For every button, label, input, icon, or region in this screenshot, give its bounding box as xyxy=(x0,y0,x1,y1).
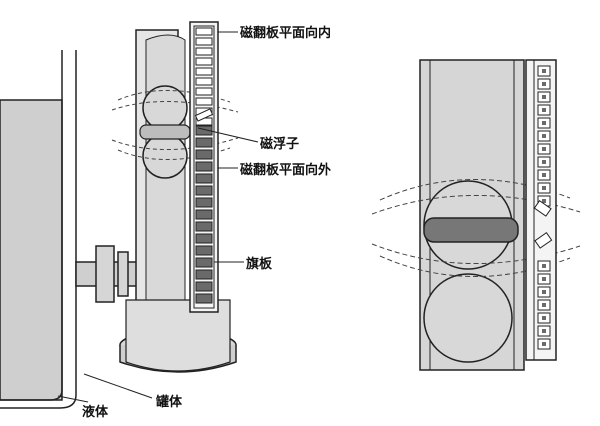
flap-inward xyxy=(195,67,213,76)
detail-flap-dot xyxy=(542,186,546,190)
detail-flap-dot xyxy=(542,95,546,99)
detail-magnet xyxy=(423,217,519,243)
detail-flap-dot xyxy=(542,316,546,320)
tank-body xyxy=(0,99,63,401)
label-tank: 罐体 xyxy=(155,394,183,410)
detail-flap-dot xyxy=(542,173,546,177)
flap-inward xyxy=(195,77,213,86)
flap-inward xyxy=(195,97,213,106)
flap-outward xyxy=(195,281,213,292)
detail-view xyxy=(371,59,581,371)
detail-flap-dot xyxy=(542,342,546,346)
leader-liquid xyxy=(57,395,89,403)
flap-outward xyxy=(195,209,213,220)
detail-flap-dot xyxy=(542,121,546,125)
detail-flap-dot xyxy=(542,160,546,164)
float-upper-ball xyxy=(142,85,188,131)
flap-outward xyxy=(195,257,213,268)
flap-outward xyxy=(195,149,213,160)
pipe-flange-right xyxy=(117,251,129,297)
detail-flap-dot xyxy=(542,147,546,151)
detail-flap-dot xyxy=(542,69,546,73)
flap-outward xyxy=(195,233,213,244)
base-lower xyxy=(125,299,231,372)
flap-inward xyxy=(195,47,213,56)
detail-flap-turning xyxy=(533,200,552,217)
detail-flap-dot xyxy=(542,264,546,268)
left-labels: 磁翻板平面向内 磁浮子 磁翻板平面向外 旗板 液体 罐体 xyxy=(57,25,331,420)
flap-outward xyxy=(195,197,213,208)
label-flap-inward: 磁翻板平面向内 xyxy=(240,25,331,41)
tank-wall-outer xyxy=(0,50,77,409)
leader-magnetic-float xyxy=(197,127,259,143)
flap-outward xyxy=(195,137,213,148)
detail-flap-dot xyxy=(542,108,546,112)
detail-float-lower xyxy=(423,273,513,363)
label-liquid: 液体 xyxy=(82,404,109,420)
tank-wall xyxy=(0,50,63,401)
detail-flap-dot xyxy=(542,290,546,294)
float-magnet xyxy=(139,124,191,140)
indicator-rail-inner xyxy=(193,25,215,309)
label-flap-outward: 磁翻板平面向外 xyxy=(240,162,331,178)
flap-outward xyxy=(195,161,213,172)
flap-outward xyxy=(195,125,213,136)
flap-outward xyxy=(195,185,213,196)
flap-inward xyxy=(195,57,213,66)
flap-outward xyxy=(195,245,213,256)
field-line-4 xyxy=(111,137,239,150)
detail-flap-dot xyxy=(542,329,546,333)
flap-outward xyxy=(195,173,213,184)
flap-inward xyxy=(195,27,213,36)
label-flag-plate: 旗板 xyxy=(246,256,273,272)
field-line-2 xyxy=(111,101,239,113)
flap-outward xyxy=(195,269,213,280)
detail-flap-dot xyxy=(542,199,546,203)
leader-tank xyxy=(83,373,153,399)
flap-inward xyxy=(195,37,213,46)
flap-turning xyxy=(194,108,214,122)
left-flap-column xyxy=(194,27,214,304)
flap-outward xyxy=(195,293,213,304)
detail-flap-dot xyxy=(542,277,546,281)
detail-flap-dot xyxy=(542,134,546,138)
float-lower-ball xyxy=(142,133,188,179)
detail-flap-turning xyxy=(534,232,553,249)
flap-outward xyxy=(195,221,213,232)
flap-inward xyxy=(195,87,213,96)
detail-flap-dot xyxy=(542,82,546,86)
tank-assembly xyxy=(0,21,239,409)
label-magnetic-float: 磁浮子 xyxy=(260,136,299,152)
right-flap-column xyxy=(533,65,553,350)
pipe-flange-left xyxy=(95,245,115,303)
detail-flap-dot xyxy=(542,303,546,307)
